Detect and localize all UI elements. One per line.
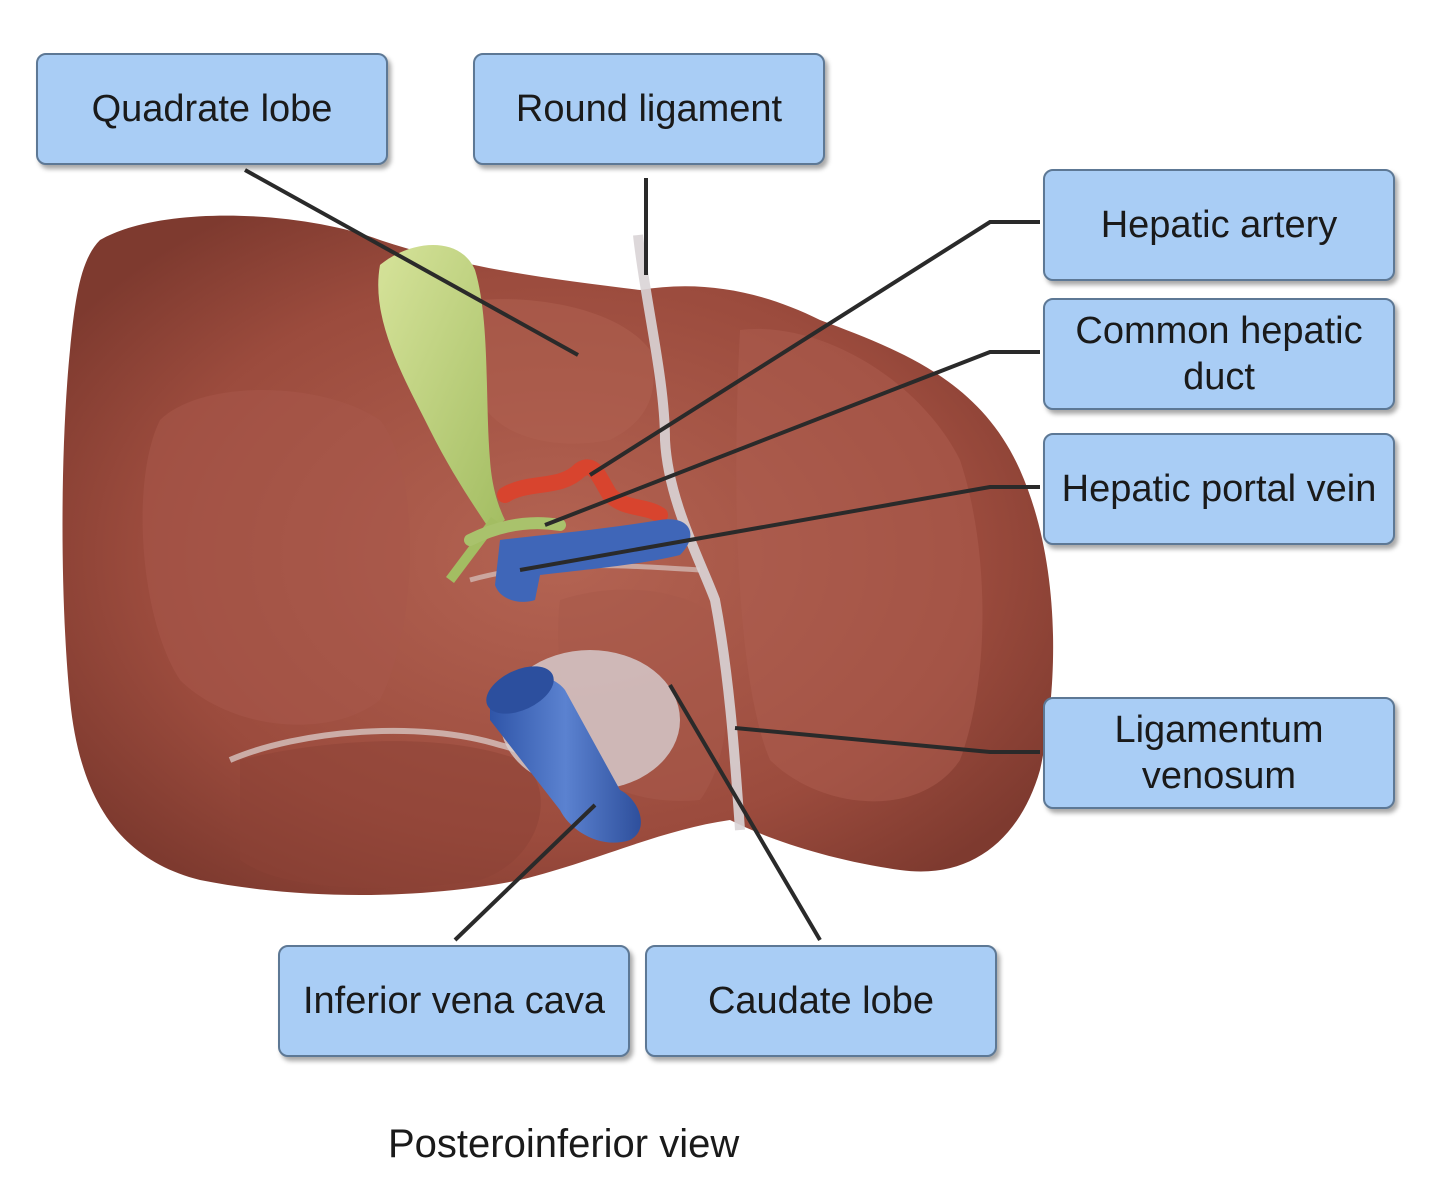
leader-ligamentum-venosum	[734, 726, 1040, 754]
leader-inferior-vena-cava	[453, 803, 597, 942]
label-quadrate-lobe: Quadrate lobe	[36, 53, 388, 165]
leader-quadrate-lobe	[244, 168, 579, 357]
label-round-ligament: Round ligament	[473, 53, 825, 165]
label-hepatic-portal-vein: Hepatic portal vein	[1043, 433, 1395, 545]
label-common-hepatic-duct: Common hepatic duct	[1043, 298, 1395, 410]
leader-common-hepatic-duct	[544, 350, 1040, 527]
hepatic-portal-vein-structure	[495, 519, 691, 602]
figure-caption: Posteroinferior view	[388, 1122, 740, 1166]
leader-lines	[244, 168, 1040, 942]
label-hepatic-artery: Hepatic artery	[1043, 169, 1395, 281]
hepatic-artery-structure	[497, 459, 668, 523]
leader-caudate-lobe	[668, 683, 822, 942]
label-ligamentum-venosum: Ligamentum venosum	[1043, 697, 1395, 809]
label-caudate-lobe: Caudate lobe	[645, 945, 997, 1057]
leader-hepatic-artery	[588, 220, 1040, 477]
label-inferior-vena-cava: Inferior vena cava	[278, 945, 630, 1057]
inferior-vena-cava-structure	[486, 650, 680, 843]
leader-hepatic-portal-vein	[519, 485, 1040, 572]
